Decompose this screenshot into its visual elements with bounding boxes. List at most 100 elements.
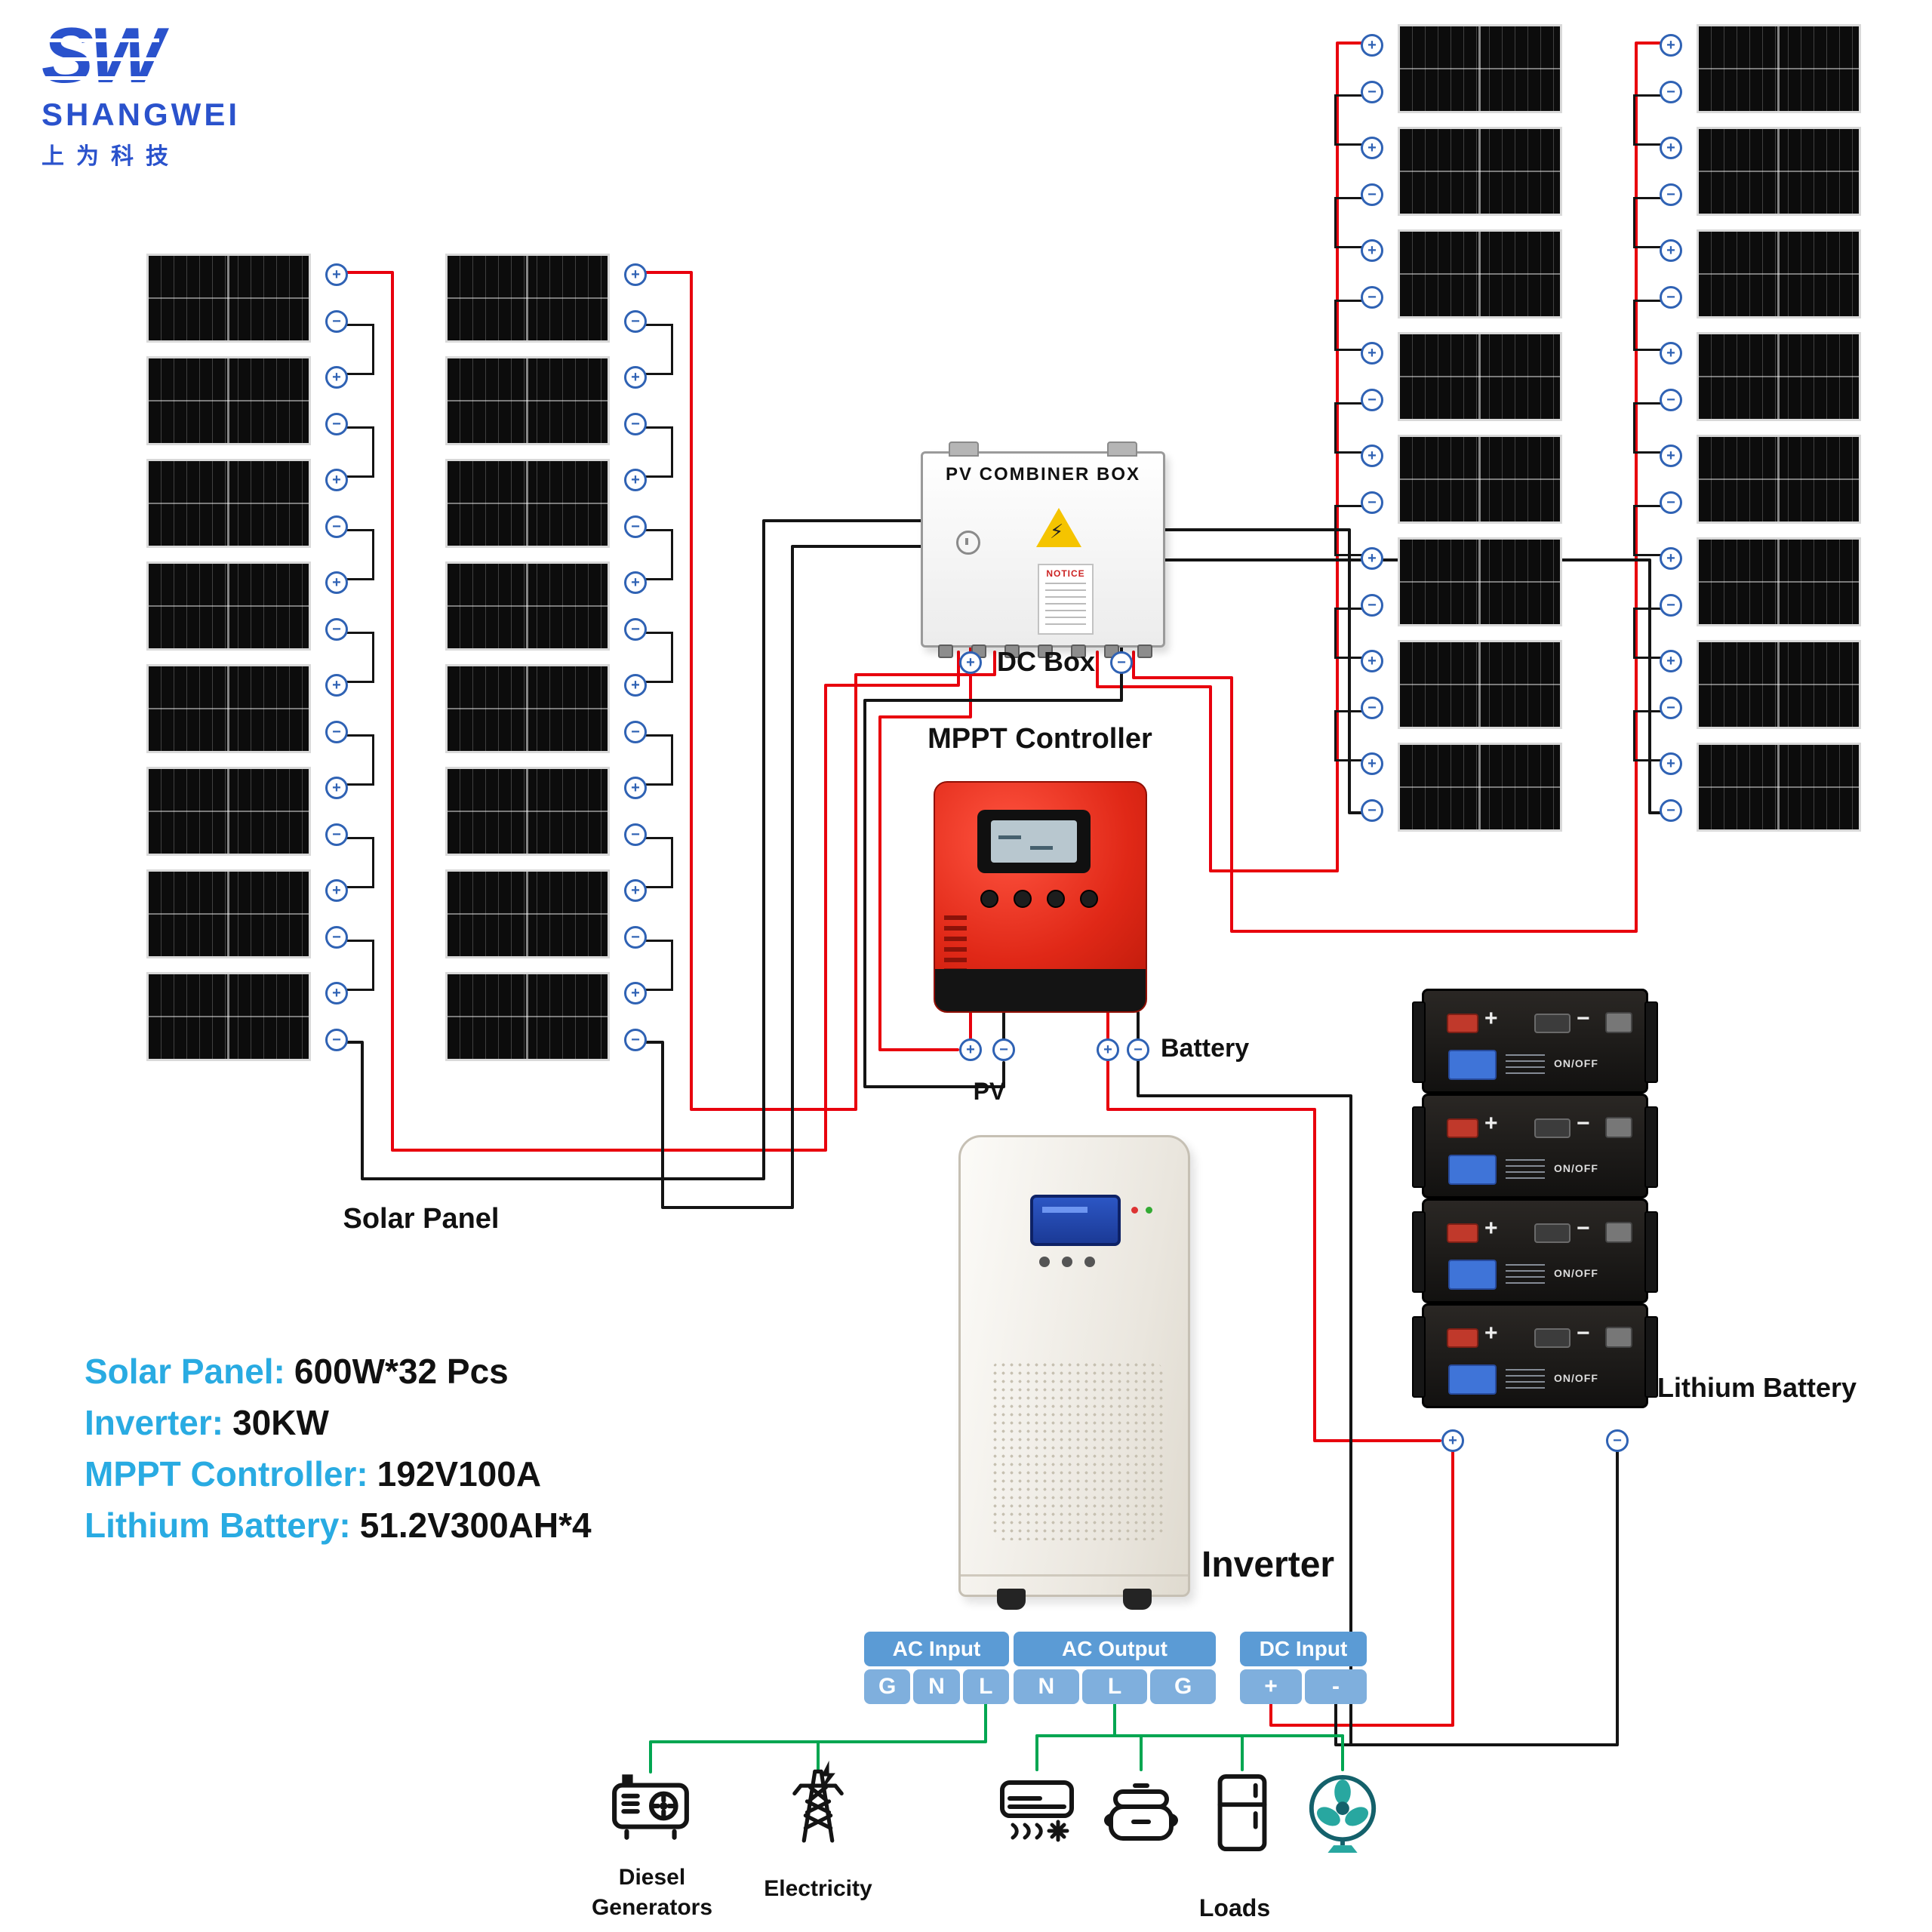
- battery-plus-sign: +: [1484, 1216, 1498, 1241]
- logo-brand-text: SHANGWEI: [42, 97, 240, 132]
- battery-connector: [1605, 1222, 1632, 1243]
- panel-terminal-minus: −: [1361, 389, 1383, 411]
- panel-terminal-plus: +: [325, 571, 348, 594]
- panel-terminal-minus: −: [1660, 286, 1682, 309]
- solar-panel: +−: [146, 254, 348, 343]
- panel-terminal-plus: +: [1660, 137, 1682, 159]
- pv-label: PV: [973, 1078, 1006, 1105]
- solar-panel: +−: [1660, 537, 1861, 626]
- battery-text-lines: [1506, 1369, 1545, 1392]
- mppt-pv-positive-terminal: +: [959, 1038, 982, 1061]
- series-jumper: [1633, 94, 1669, 146]
- battery-negative-block: [1534, 1223, 1571, 1243]
- panel-terminal-minus: −: [1660, 491, 1682, 514]
- panel-terminal-minus: −: [325, 310, 348, 333]
- solar-panel: +−: [1361, 332, 1562, 421]
- battery-plus-sign: +: [1484, 1321, 1498, 1346]
- lithium-battery-unit: +−ON/OFF: [1412, 1303, 1658, 1408]
- battery-negative-block: [1534, 1328, 1571, 1348]
- solar-panel: +−: [146, 356, 348, 445]
- spec-label: Inverter:: [85, 1403, 224, 1442]
- battery-positive-block: [1447, 1223, 1478, 1243]
- solar-panel: +−: [1660, 640, 1861, 729]
- panel-terminal-plus: +: [624, 879, 647, 902]
- dc-box-negative-terminal: −: [1110, 651, 1133, 674]
- panel-terminal-plus: +: [1660, 34, 1682, 57]
- mppt-battery-positive-terminal: +: [1097, 1038, 1119, 1061]
- series-jumper: [1633, 608, 1669, 659]
- wire-red-col3-to-combiner: [1096, 42, 1371, 872]
- mounting-tab: [1107, 441, 1137, 457]
- panel-terminal-plus: +: [624, 571, 647, 594]
- solar-panel: +−: [445, 869, 647, 958]
- diesel-label-line2: Generators: [591, 1895, 713, 1920]
- solar-panel: +−: [146, 459, 348, 548]
- pv-combiner-box: PV COMBINER BOX ⚡ NOTICE: [921, 441, 1165, 658]
- solar-panel: +−: [1361, 24, 1562, 113]
- ac-output-pin-l: L: [1081, 1669, 1148, 1704]
- spec-solar-panel: Solar Panel:600W*32 Pcs: [85, 1351, 592, 1392]
- solar-panel: +−: [445, 356, 647, 445]
- series-jumper: [638, 837, 673, 888]
- wire-red-col2-to-combiner: [636, 271, 996, 1111]
- wire-black-battery-to-lithium: [1137, 1060, 1619, 1746]
- spec-value: 51.2V300AH*4: [359, 1506, 592, 1545]
- wire-black-col2-to-combiner: [636, 545, 924, 1209]
- ac-output-title: AC Output: [1014, 1632, 1216, 1666]
- series-jumper: [1334, 505, 1370, 556]
- dc-input-group: DC Input + -: [1240, 1632, 1367, 1704]
- solar-panel: +−: [1361, 127, 1562, 216]
- electricity-label: Electricity: [764, 1876, 872, 1901]
- air-conditioner-icon: [998, 1774, 1076, 1849]
- panel-terminal-minus: −: [1361, 286, 1383, 309]
- battery-negative-block: [1534, 1118, 1571, 1138]
- battery-blue-label: [1448, 1155, 1497, 1185]
- series-jumper: [638, 324, 673, 375]
- solar-panel: +−: [445, 767, 647, 856]
- solar-panel: +−: [146, 664, 348, 753]
- battery-blue-label: [1448, 1050, 1497, 1080]
- panel-terminal-plus: +: [325, 982, 348, 1004]
- series-jumper: [1633, 710, 1669, 761]
- lock-icon: [956, 531, 980, 555]
- solar-panel: +−: [1660, 435, 1861, 524]
- panel-terminal-plus: +: [1660, 239, 1682, 262]
- panel-terminal-minus: −: [1361, 697, 1383, 719]
- panel-terminal-minus: −: [325, 413, 348, 435]
- wire-red-col1-to-combiner: [337, 271, 960, 1152]
- battery-blue-label: [1448, 1260, 1497, 1290]
- panel-terminal-minus: −: [624, 823, 647, 846]
- panel-terminal-minus: −: [624, 413, 647, 435]
- series-jumper: [1334, 402, 1370, 454]
- loads-label: Loads: [1198, 1894, 1271, 1921]
- lithium-battery-label: Lithium Battery: [1657, 1372, 1857, 1403]
- series-jumper: [638, 632, 673, 683]
- solar-panel-column-4: +−+−+−+−+−+−+−+−: [1633, 24, 1861, 845]
- spec-value: 30KW: [232, 1403, 329, 1442]
- inverter-vent-grille: [991, 1361, 1163, 1540]
- brand-logo: SW SHANGWEI 上为科技: [42, 17, 291, 171]
- solar-panel: +−: [1660, 127, 1861, 216]
- mppt-controller: [934, 781, 1147, 1013]
- dc-box-positive-terminal: +: [959, 651, 982, 674]
- system-specs: Solar Panel:600W*32 Pcs Inverter:30KW MP…: [85, 1351, 592, 1556]
- notice-sticker-title: NOTICE: [1046, 568, 1085, 579]
- solar-panel: +−: [1660, 229, 1861, 318]
- series-jumper: [638, 734, 673, 786]
- inverter-label: Inverter: [1201, 1545, 1335, 1585]
- inverter-base-line: [961, 1574, 1188, 1577]
- panel-terminal-minus: −: [1361, 491, 1383, 514]
- panel-terminal-plus: +: [325, 366, 348, 389]
- panel-terminal-plus: +: [325, 263, 348, 286]
- panel-terminal-plus: +: [1660, 547, 1682, 570]
- panel-terminal-plus: +: [1361, 752, 1383, 775]
- logo-cjk-text: 上为科技: [42, 144, 180, 169]
- solar-panel: +−: [1361, 435, 1562, 524]
- panel-terminal-plus: +: [624, 982, 647, 1004]
- electricity-tower-icon: [779, 1758, 857, 1847]
- wire-black-dcinput-drop: [1334, 1703, 1352, 1746]
- battery-text-lines: [1506, 1159, 1545, 1182]
- battery-text-lines: [1506, 1264, 1545, 1287]
- solar-panel-column-1: +−+−+−+−+−+−+−+−: [146, 254, 374, 1075]
